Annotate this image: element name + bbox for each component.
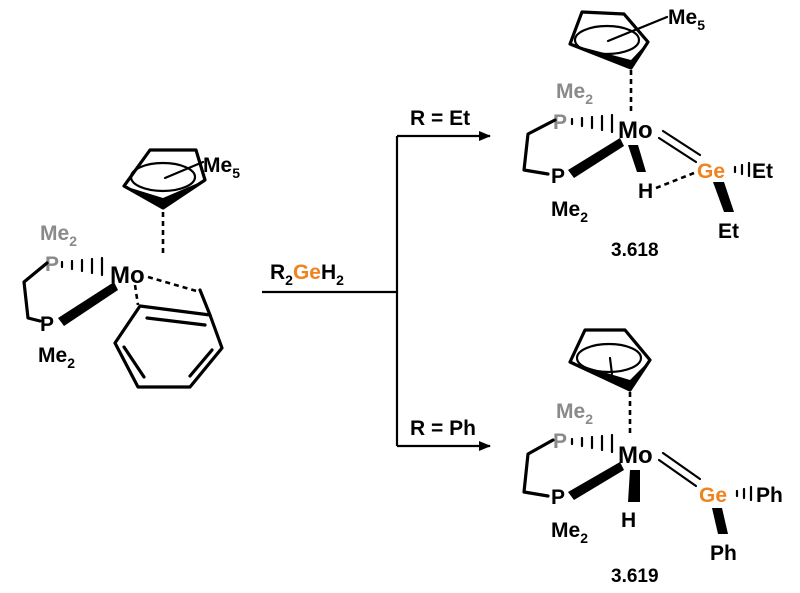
phenyl-label: Ph	[710, 542, 737, 565]
wedge-bond	[713, 182, 734, 212]
phosphorus-atom: P	[40, 313, 54, 336]
ethyl-label: Et	[718, 220, 739, 243]
compound-number: 3.618	[611, 240, 659, 261]
germanium-atom: Ge	[699, 484, 727, 507]
molybdenum-atom: Mo	[110, 262, 145, 289]
hashed-bond	[735, 485, 753, 502]
wedge-bond	[628, 470, 640, 502]
cp-ring: Me5	[122, 148, 240, 210]
hashed-bond	[570, 113, 614, 134]
molybdenum-atom: Mo	[618, 442, 653, 469]
product-3-619: Mo Me2 P P Me2 H Ge Ph Ph 3.619	[522, 328, 783, 587]
product-3-618: Me5 Mo Me2 P P Me2 H Ge Et Et 3.61	[522, 6, 773, 261]
reaction-arrows	[262, 131, 491, 451]
wedge-bond	[568, 462, 624, 500]
phosphorus-atom: P	[551, 486, 565, 509]
wedge-bond	[58, 282, 118, 326]
hydride-atom: H	[638, 180, 653, 203]
cp-ring	[568, 328, 652, 392]
hydride-atom: H	[621, 509, 636, 532]
starting-material: Me5 Mo Me2 P P Me2	[22, 148, 240, 389]
phenyl-label: Ph	[756, 484, 783, 507]
phosphorus-atom: P	[551, 165, 565, 188]
wedge-bond	[568, 138, 624, 178]
condition-label-top: R = Et	[410, 107, 470, 130]
condition-label-bottom: R = Ph	[410, 417, 476, 440]
wedge-bond	[628, 145, 646, 172]
cp-methyl-label: Me5	[668, 6, 705, 33]
phosphine-methyl-label: Me2	[551, 198, 588, 225]
hashed-bond	[733, 161, 751, 178]
phosphine-methyl-label: Me2	[556, 80, 593, 107]
cp-ring: Me5	[568, 6, 705, 70]
reagent-label: R2GeH2	[270, 261, 344, 288]
phosphine-methyl-label: Me2	[40, 222, 77, 249]
phosphorus-atom: P	[553, 430, 567, 453]
molybdenum-atom: Mo	[618, 117, 653, 144]
germanium-atom: Ge	[697, 160, 725, 183]
cp-methyl-label: Me5	[203, 154, 240, 181]
wedge-bond	[712, 508, 728, 534]
phosphine-methyl-label: Me2	[551, 519, 588, 546]
benzyne-ligand	[113, 275, 224, 389]
phosphorus-atom: P	[553, 111, 567, 134]
hashed-bond	[60, 256, 104, 277]
ethyl-label: Et	[752, 160, 773, 183]
compound-number: 3.619	[611, 566, 659, 587]
phosphine-methyl-label: Me2	[556, 400, 593, 427]
hashed-bond	[570, 433, 614, 454]
phosphine-methyl-label: Me2	[38, 344, 75, 371]
phosphorus-atom: P	[45, 253, 59, 276]
